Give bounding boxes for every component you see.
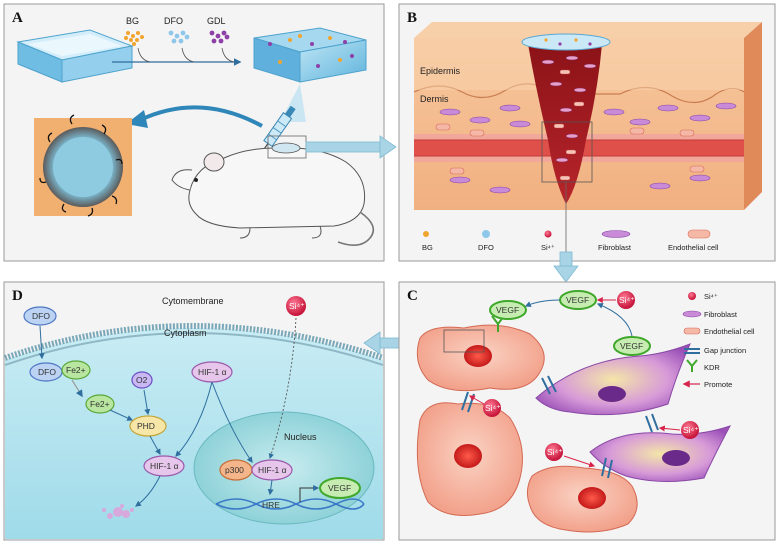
legend-c-endothelial-icon	[683, 327, 701, 335]
vegf-label-secreted: VEGF	[566, 295, 589, 305]
label-nucleus: Nucleus	[284, 432, 317, 442]
legend-c-fibroblast-icon	[682, 310, 702, 318]
si-node-d	[286, 296, 306, 316]
label-gdl: GDL	[207, 16, 226, 26]
endothelial-scatter	[435, 123, 705, 175]
hif-label-nucleus: HIF-1 α	[258, 465, 287, 475]
vegf-label-fibroblast: VEGF	[620, 341, 643, 351]
phd-node	[129, 415, 167, 437]
fibroblast-cell-top	[535, 343, 691, 416]
vegf-node-receptor	[489, 300, 527, 320]
bg-particles	[124, 31, 144, 46]
legend-si-icon	[544, 230, 552, 238]
si-node-c-1	[617, 291, 635, 309]
dfo-label-outside: DFO	[32, 311, 50, 321]
panel-d: D Cytomembrane Cytoplasm Nucleus DFO DFO…	[3, 281, 385, 541]
legend-bg-icon	[423, 231, 429, 237]
panel-a-letter: A	[12, 10, 23, 26]
si-label-c-3: Si⁴⁺	[683, 425, 699, 435]
fe2-node-bound	[61, 360, 91, 380]
label-dermis: Dermis	[420, 94, 449, 104]
legend-dfo-icon	[482, 230, 490, 238]
arrow-b-to-c	[553, 182, 579, 283]
vegf-label-nucleus: VEGF	[328, 483, 351, 493]
legend-endothelial-icon	[687, 229, 711, 239]
legend-b-si: Si⁴⁺	[541, 243, 555, 252]
si-label-c-4: Si⁴⁺	[547, 447, 563, 457]
label-bg: BG	[126, 16, 139, 26]
legend-c-endothelial: Endothelial cell	[704, 327, 755, 336]
hif-label-hydroxylated: HIF-1 α	[150, 461, 179, 471]
p300-label: p300	[225, 465, 244, 475]
label-epidermis: Epidermis	[420, 66, 461, 76]
legend-c-kdr: KDR	[704, 363, 720, 372]
dfo-label-inside: DFO	[38, 367, 56, 377]
panel-c: C VEGF VEGF VEGF	[398, 281, 776, 541]
legend-c: Si⁴⁺ Fibroblast Endothelial cell Gap jun…	[682, 292, 755, 389]
panel-d-letter: D	[12, 288, 23, 304]
hydrogel-cap	[521, 33, 611, 51]
si-node-c-4	[545, 443, 563, 461]
label-hre: HRE	[262, 500, 280, 510]
label-cytoplasm: Cytoplasm	[164, 328, 207, 338]
legend-b: BG DFO Si⁴⁺ Fibroblast Endothelial cell	[422, 229, 719, 252]
legend-c-si: Si⁴⁺	[704, 292, 718, 301]
gdl-particles	[209, 30, 230, 44]
vegf-node-nucleus	[319, 477, 361, 499]
arrow-a-to-b	[305, 135, 397, 159]
dfo-node-outside	[23, 306, 57, 326]
panel-b: B Epidermis Dermis	[398, 3, 776, 262]
cytomembrane	[4, 323, 384, 361]
si-label-c-2: Si⁴⁺	[485, 403, 501, 413]
hif-label-top: HIF-1 α	[198, 367, 227, 377]
degraded-hif-icon	[102, 504, 134, 519]
fe2-label-free: Fe2+	[90, 399, 110, 409]
rat-illustration	[171, 135, 375, 246]
fe2-label-bound: Fe2+	[66, 365, 86, 375]
legend-c-kdr-icon	[686, 359, 698, 372]
legend-c-gap: Gap junction	[704, 346, 746, 355]
legend-b-endothelial: Endothelial cell	[668, 243, 719, 252]
si-label-c-1: Si⁴⁺	[619, 295, 635, 305]
phd-label: PHD	[137, 421, 155, 431]
hif-node-hydroxylated	[143, 455, 185, 477]
skin-block: Epidermis Dermis	[413, 22, 762, 210]
legend-c-promote: Promote	[704, 380, 732, 389]
vegf-node-fibroblast	[613, 336, 651, 356]
dfo-particles	[168, 30, 190, 44]
fe2-node-free	[85, 394, 115, 414]
fibroblast-cell-bottom	[589, 425, 732, 483]
legend-c-si-icon	[688, 292, 696, 300]
dna-helix	[215, 498, 365, 510]
legend-c-fibroblast: Fibroblast	[704, 310, 738, 319]
legend-fibroblast-icon	[601, 230, 631, 238]
panel-c-letter: C	[407, 288, 418, 304]
o2-node	[131, 371, 153, 389]
loaded-hydrogel	[253, 27, 367, 83]
zoom-arrow	[139, 105, 263, 128]
o2-label: O2	[136, 375, 148, 385]
legend-b-bg: BG	[422, 243, 433, 252]
hydrogel-sphere-zoom	[34, 114, 132, 217]
legend-b-fibroblast: Fibroblast	[598, 243, 632, 252]
panel-a: A BG DFO GDL	[3, 3, 385, 262]
zoom-box-b	[541, 121, 593, 183]
si-node-c-2	[483, 399, 501, 417]
label-dfo: DFO	[164, 16, 183, 26]
hydrogel-mold	[16, 29, 134, 83]
si-label-d: Si⁴⁺	[289, 301, 305, 311]
fibroblast-scatter	[439, 102, 737, 194]
vegf-label-receptor: VEGF	[496, 305, 519, 315]
zoom-box-c	[443, 329, 485, 353]
legend-c-gap-icon	[684, 348, 700, 354]
si-node-c-3	[681, 421, 699, 439]
legend-b-dfo: DFO	[478, 243, 494, 252]
label-cytomembrane: Cytomembrane	[162, 296, 224, 306]
panel-b-letter: B	[407, 10, 417, 26]
